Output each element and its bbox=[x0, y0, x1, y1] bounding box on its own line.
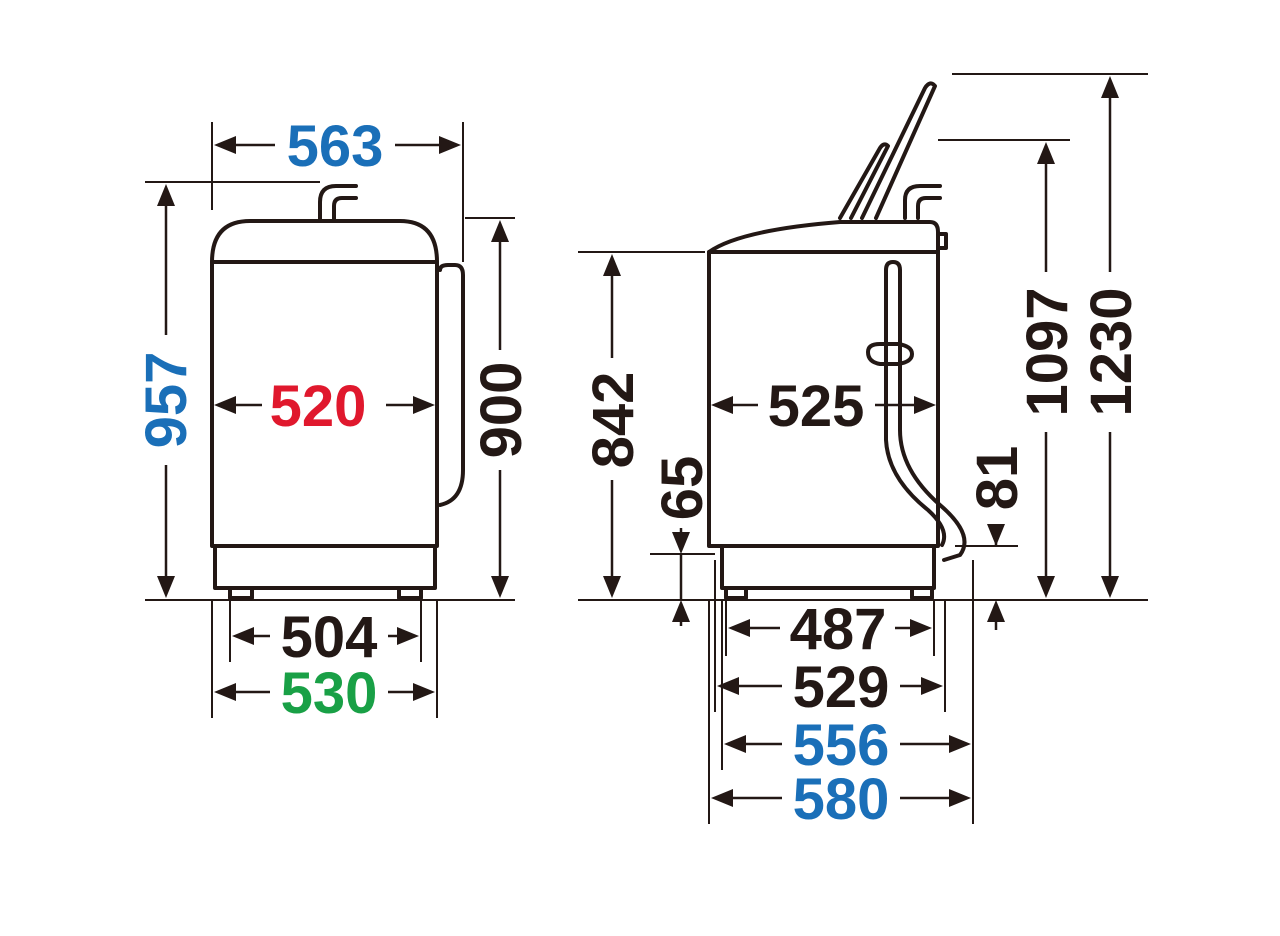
dim-529-label: 529 bbox=[793, 655, 890, 720]
dim-842-label: 842 bbox=[581, 372, 646, 469]
dim-81: 81 bbox=[965, 446, 1030, 630]
dim-580: 580 bbox=[711, 767, 971, 832]
front-view: 563 957 520 900 bbox=[134, 114, 534, 726]
dim-525-label: 525 bbox=[768, 374, 865, 439]
dim-556-label: 556 bbox=[793, 713, 890, 778]
dim-529: 529 bbox=[717, 655, 943, 720]
dim-530: 530 bbox=[214, 661, 435, 726]
dim-1230-label: 1230 bbox=[1079, 287, 1144, 416]
dim-525: 525 bbox=[711, 374, 936, 439]
dim-900: 900 bbox=[469, 220, 534, 598]
dim-556: 556 bbox=[724, 713, 971, 778]
dim-81-label: 81 bbox=[965, 446, 1030, 511]
dim-520-label: 520 bbox=[270, 374, 367, 439]
dim-487: 487 bbox=[728, 597, 932, 662]
front-washer-outline bbox=[210, 184, 465, 600]
side-view: 842 65 525 81 bbox=[578, 73, 1148, 832]
dim-1097-label: 1097 bbox=[1015, 287, 1080, 416]
side-washer-outline bbox=[707, 81, 967, 600]
dim-65: 65 bbox=[650, 456, 715, 626]
dim-957: 957 bbox=[134, 184, 199, 598]
dim-65-label: 65 bbox=[650, 456, 715, 521]
side-extension-lines bbox=[578, 73, 1148, 824]
dim-1097: 1097 bbox=[1015, 142, 1080, 598]
dim-563: 563 bbox=[214, 114, 461, 179]
dim-1230: 1230 bbox=[1079, 76, 1144, 598]
dim-504: 504 bbox=[232, 605, 419, 670]
dim-957-label: 957 bbox=[134, 352, 199, 449]
front-extension-lines bbox=[145, 122, 515, 718]
dim-504-label: 504 bbox=[281, 605, 378, 670]
dim-900-label: 900 bbox=[469, 362, 534, 459]
dim-487-label: 487 bbox=[790, 597, 887, 662]
dim-520: 520 bbox=[214, 374, 435, 439]
dim-530-label: 530 bbox=[281, 661, 378, 726]
dim-842: 842 bbox=[581, 254, 646, 598]
dim-563-label: 563 bbox=[287, 114, 384, 179]
dim-580-label: 580 bbox=[793, 767, 890, 832]
